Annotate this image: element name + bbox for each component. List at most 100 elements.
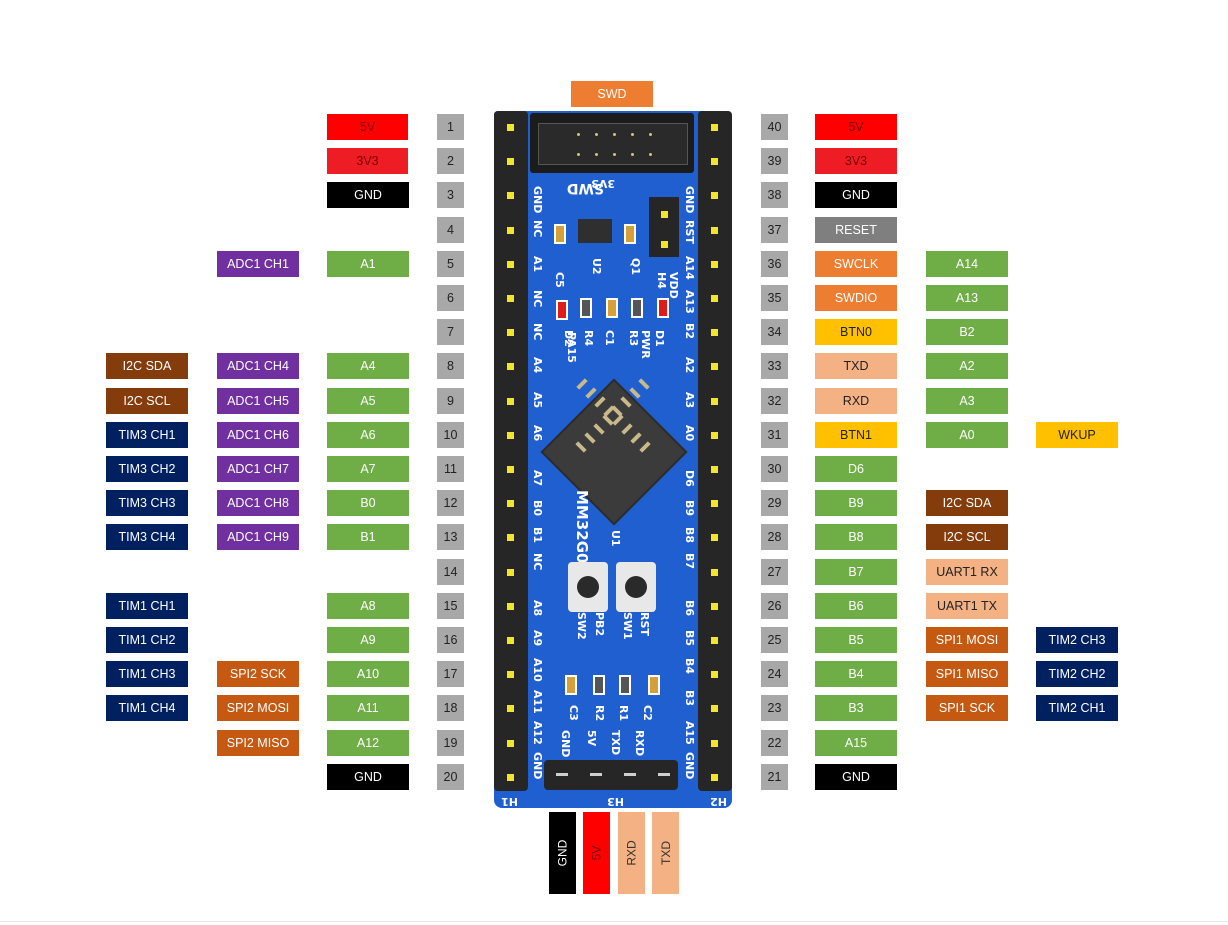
header-pad — [711, 774, 718, 781]
function-label: TIM1 CH1 — [106, 593, 188, 619]
function-label: ADC1 CH5 — [217, 388, 299, 414]
pin-number: 27 — [761, 559, 788, 585]
uart-header-label-text: TXD — [658, 841, 673, 865]
silk-h2: H2 — [710, 795, 727, 808]
header-pad — [507, 398, 514, 405]
silk-left-label: GND — [531, 752, 544, 780]
pin-label: B9 — [815, 490, 897, 516]
swd-connector — [530, 113, 694, 173]
pin-label: SWCLK — [815, 251, 897, 277]
pin-label: B4 — [815, 661, 897, 687]
bottom-divider — [0, 921, 1228, 922]
smd-component — [606, 298, 618, 318]
pin-number: 18 — [437, 695, 464, 721]
pin-number: 37 — [761, 217, 788, 243]
pin-number: 1 — [437, 114, 464, 140]
function-label: A3 — [926, 388, 1008, 414]
function-label: UART1 RX — [926, 559, 1008, 585]
pin-number: 10 — [437, 422, 464, 448]
silk-h1: H1 — [501, 795, 518, 808]
header-pad — [711, 158, 718, 165]
header-pad — [711, 466, 718, 473]
function-label: A2 — [926, 353, 1008, 379]
silk-left-label: A5 — [531, 392, 544, 409]
pin-label: SWDIO — [815, 285, 897, 311]
swd-pin — [577, 153, 580, 156]
jumper-h4 — [649, 197, 679, 257]
silk-right-label: A0 — [683, 425, 696, 442]
pin-number: 15 — [437, 593, 464, 619]
pin-label: 5V — [327, 114, 408, 140]
pin-number: 34 — [761, 319, 788, 345]
silk-right-label: D6 — [683, 470, 696, 487]
pin-label: A5 — [327, 388, 409, 414]
silk-right-label: A13 — [683, 290, 696, 314]
silk-right-label: A3 — [683, 392, 696, 409]
silk-left-label: B1 — [531, 527, 544, 544]
pin-number: 40 — [761, 114, 788, 140]
silk-rst: RST — [638, 612, 651, 636]
silk-component-label: 5V — [585, 730, 598, 747]
silk-3v3: 3V3 — [591, 177, 615, 190]
silk-left-label: A4 — [531, 357, 544, 374]
uart-header-label-text: RXD — [624, 840, 639, 866]
silk-right-label: GND — [683, 186, 696, 214]
regulator-ic — [578, 219, 612, 243]
header-pad — [711, 329, 718, 336]
pin-label: A4 — [327, 353, 409, 379]
silk-component-label: C3 — [567, 705, 580, 721]
smd-component — [619, 675, 631, 695]
header-pad — [711, 192, 718, 199]
function-label: ADC1 CH9 — [217, 524, 299, 550]
pin-label: 3V3 — [327, 148, 408, 174]
silk-u1: U1 — [609, 530, 622, 547]
header-pad — [507, 603, 514, 610]
function-label: ADC1 CH6 — [217, 422, 299, 448]
pin-number: 20 — [437, 764, 464, 790]
pin-label: TXD — [815, 353, 897, 379]
capacitor — [554, 224, 566, 244]
pin-number: 25 — [761, 627, 788, 653]
function-label: I2C SDA — [106, 353, 188, 379]
pin-number: 3 — [437, 182, 464, 208]
pin-label: GND — [815, 182, 897, 208]
pin-label: B3 — [815, 695, 897, 721]
header-pad — [711, 705, 718, 712]
swd-pin — [595, 133, 598, 136]
header-pad — [507, 192, 514, 199]
pin-number: 5 — [437, 251, 464, 277]
uart-header-label: TXD — [652, 812, 679, 894]
function-label: SPI1 SCK — [926, 695, 1008, 721]
pin-number: 33 — [761, 353, 788, 379]
function-label: A13 — [926, 285, 1008, 311]
silk-right-label: B2 — [683, 323, 696, 340]
silk-left-label: B0 — [531, 500, 544, 517]
silk-pa15: PA15 — [565, 332, 578, 363]
swd-label: SWD — [571, 81, 653, 107]
pin-label: A8 — [327, 593, 409, 619]
smd-component — [657, 298, 669, 318]
function-label: TIM3 CH3 — [106, 490, 188, 516]
pin-label: B1 — [327, 524, 409, 550]
function-label: ADC1 CH7 — [217, 456, 299, 482]
pin-number: 31 — [761, 422, 788, 448]
pin-number: 38 — [761, 182, 788, 208]
silk-right-label: A2 — [683, 357, 696, 374]
pin-label: A12 — [327, 730, 409, 756]
swd-pin — [631, 133, 634, 136]
pin-number: 22 — [761, 730, 788, 756]
silk-right-label: B5 — [683, 630, 696, 647]
header-h2-strip — [698, 111, 732, 791]
header-pad — [507, 705, 514, 712]
header-pad — [507, 569, 514, 576]
pin-number: 32 — [761, 388, 788, 414]
button-cap — [625, 576, 647, 598]
pin-number: 6 — [437, 285, 464, 311]
silk-vdd: VDD — [667, 272, 680, 299]
silk-component-label: TXD — [609, 730, 622, 756]
header-pad — [507, 774, 514, 781]
silk-right-label: B6 — [683, 600, 696, 617]
function-label: TIM2 CH1 — [1036, 695, 1118, 721]
pin-number: 2 — [437, 148, 464, 174]
function-label: TIM2 CH2 — [1036, 661, 1118, 687]
